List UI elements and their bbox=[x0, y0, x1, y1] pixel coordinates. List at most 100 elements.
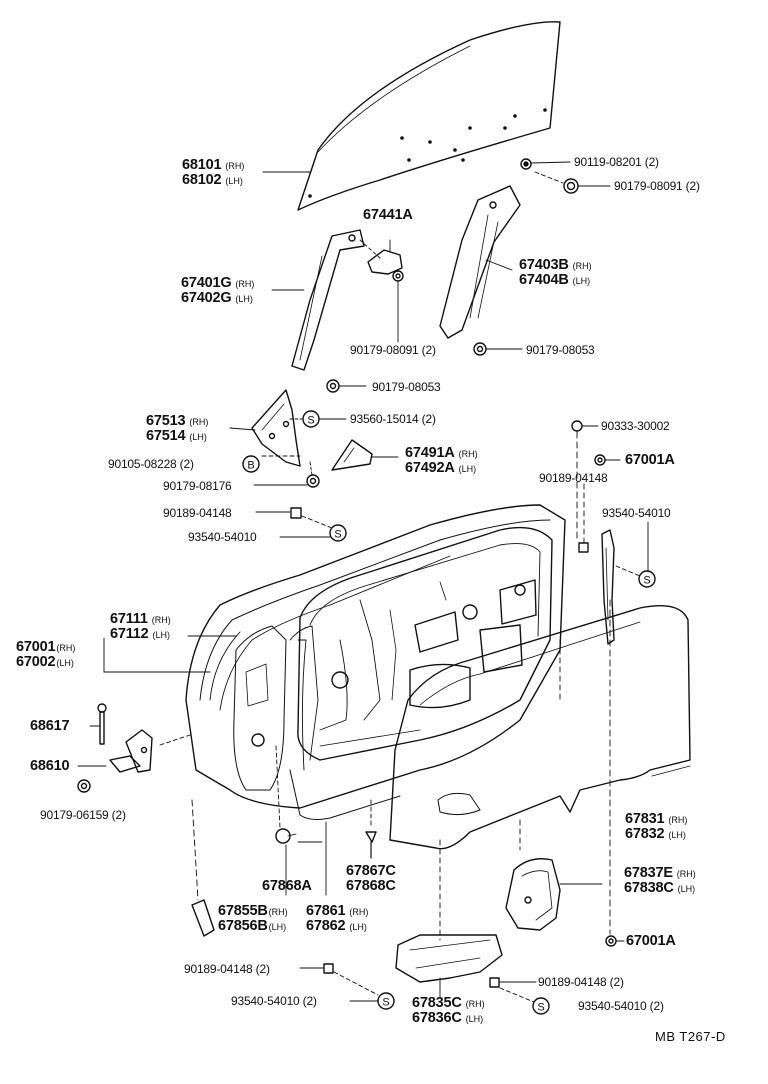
screw-s-right-icon: S bbox=[638, 570, 656, 588]
label-nut-a: 90179-08091 (2) bbox=[614, 179, 700, 193]
clip-bottom-right-icon bbox=[605, 599, 625, 947]
nut-mirror-icon bbox=[253, 461, 320, 488]
label-screw-s3: 93540-54010 bbox=[188, 530, 257, 544]
label-screw-s2: 93540-54010 bbox=[602, 506, 671, 520]
clip-upper-icon bbox=[594, 454, 621, 466]
label-cover-c-a: 67837E bbox=[624, 865, 673, 881]
label-seal-a-side: (RH) bbox=[268, 907, 288, 917]
label-clip-g: 90189-04148 (2) bbox=[184, 962, 270, 976]
clip-square-bottom-left-icon bbox=[299, 963, 379, 996]
label-clip-h: 90189-04148 (2) bbox=[538, 975, 624, 989]
nut-top-icon bbox=[534, 171, 611, 194]
label-weatherstrip: 67111(RH) 67112(LH) bbox=[110, 612, 171, 642]
label-glass-a-side: (RH) bbox=[225, 161, 245, 171]
label-front-run-b: 67402G bbox=[181, 290, 232, 306]
label-mirror-base-a-side: (RH) bbox=[189, 417, 209, 427]
door-glass bbox=[297, 21, 561, 211]
label-mirror-base-b: 67514 bbox=[146, 428, 186, 444]
label-nut-f: 90179-06159 (2) bbox=[40, 808, 126, 822]
label-clip-e-a: 67867C bbox=[346, 863, 396, 879]
nut-hinge-icon bbox=[77, 779, 91, 793]
label-molding: 67861(RH) 67862(LH) bbox=[306, 904, 368, 934]
label-nut-b: 90179-08091 (2) bbox=[350, 343, 436, 357]
label-front-run-a: 67401G bbox=[181, 275, 232, 291]
nut-front-run-icon bbox=[326, 379, 367, 393]
label-trim-b-side: (LH) bbox=[668, 830, 686, 840]
hole-cover-lower bbox=[395, 934, 503, 999]
label-corner-cover: 67491A(RH) 67492A(LH) bbox=[405, 446, 478, 476]
label-hinge-pin: 68617 bbox=[30, 718, 70, 734]
clip-lower-icon bbox=[275, 745, 297, 844]
label-hole-cover-a: 67835C bbox=[412, 995, 462, 1011]
screw-s-icon: S bbox=[289, 410, 347, 428]
corner-cover bbox=[331, 439, 399, 471]
label-rear-run-b-side: (LH) bbox=[572, 276, 591, 286]
label-bracket: 67441A bbox=[363, 207, 413, 223]
clip-square-bottom-right-icon bbox=[489, 977, 537, 1003]
label-door-glass: 68101(RH) 68102(LH) bbox=[182, 158, 244, 188]
label-strip-a: 67861 bbox=[306, 903, 346, 919]
door-trim-panel bbox=[389, 605, 691, 941]
label-cover-b-side: (LH) bbox=[458, 464, 477, 474]
label-mirror-base: 67513(RH) 67514(LH) bbox=[146, 414, 208, 444]
label-clip-e-b: 67868C bbox=[346, 878, 396, 894]
label-cover-c-b-side: (LH) bbox=[677, 884, 696, 894]
label-nut-c: 90179-08053 bbox=[526, 343, 595, 357]
clip-pin-icon bbox=[365, 799, 377, 859]
door-shell bbox=[185, 504, 566, 820]
plug-icon bbox=[571, 420, 599, 541]
label-service-cover: 67837E(RH) 67838C(LH) bbox=[624, 866, 696, 896]
mirror-base bbox=[229, 389, 301, 467]
label-weather-b-side: (LH) bbox=[152, 630, 171, 640]
label-mirror-base-b-side: (LH) bbox=[189, 432, 207, 442]
label-door-b: 67002 bbox=[16, 654, 56, 670]
label-plug-a: 90333-30002 bbox=[601, 419, 670, 433]
label-bolt-b: 90105-08228 (2) bbox=[108, 457, 194, 471]
label-cover-c-a-side: (RH) bbox=[676, 869, 696, 879]
label-lower-seal: 67855B(RH) 67856B(LH) bbox=[218, 904, 288, 934]
label-hole-cover: 67835C(RH) 67836C(LH) bbox=[412, 996, 485, 1026]
label-hole-cover-b-side: (LH) bbox=[465, 1014, 484, 1024]
label-cover-c-b: 67838C bbox=[624, 880, 674, 896]
label-rear-run-b: 67404B bbox=[519, 272, 569, 288]
screw-s-bottom-left-mark: S bbox=[382, 997, 389, 1009]
bracket bbox=[367, 239, 404, 343]
service-hole-cover bbox=[505, 858, 603, 931]
label-mirror-base-a: 67513 bbox=[146, 413, 186, 429]
label-cover-a-side: (RH) bbox=[458, 449, 478, 459]
nut-rear-run-icon bbox=[473, 342, 523, 356]
label-door-b-side: (LH) bbox=[56, 658, 74, 668]
label-screw-s1: 93560-15014 (2) bbox=[350, 412, 436, 426]
label-trim-panel: 67831(RH) 67832(LH) bbox=[625, 812, 687, 842]
label-door-a-side: (RH) bbox=[56, 643, 76, 653]
screw-s-bottom-left-icon: S bbox=[349, 992, 395, 1010]
diagram-reference-code: MB T267-D bbox=[655, 1029, 726, 1044]
label-clip-d: 67868A bbox=[262, 878, 312, 894]
screw-s-left-mark: S bbox=[334, 529, 341, 541]
screw-s-left-icon: S bbox=[279, 524, 347, 542]
label-door-panel: 67001(RH) 67002(LH) bbox=[16, 640, 75, 670]
label-clip-b: 90189-04148 bbox=[539, 471, 608, 485]
screw-s-mark: S bbox=[307, 415, 314, 427]
clip-square-left-icon bbox=[255, 507, 333, 529]
label-weather-a: 67111 bbox=[110, 611, 148, 627]
label-glass-b: 68102 bbox=[182, 172, 222, 188]
label-trim-a: 67831 bbox=[625, 811, 665, 827]
label-bolt-a: 90119-08201 (2) bbox=[574, 155, 659, 169]
label-glass-b-side: (LH) bbox=[225, 176, 243, 186]
label-rear-run-a: 67403B bbox=[519, 257, 569, 273]
rear-run-channel bbox=[439, 185, 521, 339]
label-front-run-b-side: (LH) bbox=[235, 294, 253, 304]
label-trim-b: 67832 bbox=[625, 826, 665, 842]
label-screw-s4: 93540-54010 (2) bbox=[231, 994, 317, 1008]
label-nut-d: 90179-08053 bbox=[372, 380, 441, 394]
bolt-b-icon: B bbox=[242, 455, 260, 473]
label-cover-b: 67492A bbox=[405, 460, 455, 476]
label-clip-c: 90189-04148 bbox=[163, 506, 232, 520]
bolt-b-mark: B bbox=[247, 460, 254, 472]
label-front-run: 67401G(RH) 67402G(LH) bbox=[181, 276, 254, 306]
label-cover-a: 67491A bbox=[405, 445, 455, 461]
label-hole-cover-b: 67836C bbox=[412, 1010, 462, 1026]
label-strip-a-side: (RH) bbox=[349, 907, 369, 917]
